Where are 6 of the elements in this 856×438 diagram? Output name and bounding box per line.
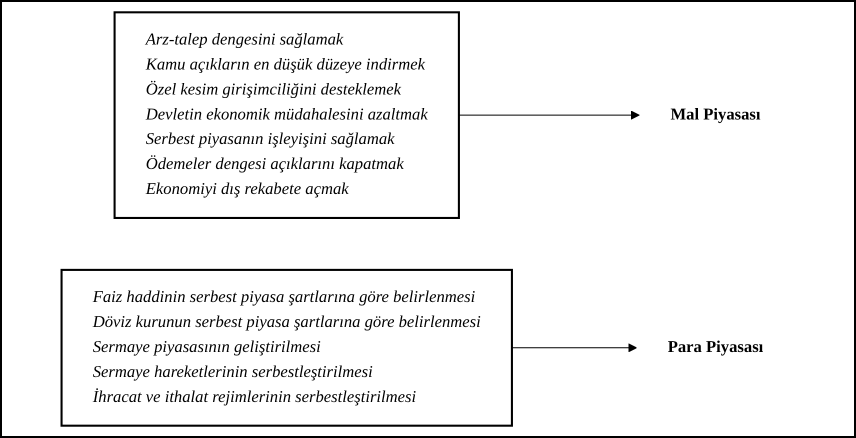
node-text: Mal Piyasası <box>670 106 761 124</box>
node-box: Arz-talep dengesini sağlamak Kamu açıkların en düşük düzeye indirmek Özel kesim girişimciliğini desteklemek Devletin ekonomik müdahalesini azaltmak Serbest piyasanın işleyişini sağlamak Ödemeler dengesi açıklarını kapatmak Ekonomiyi dış rekabete açmak <box>114 11 460 219</box>
node-box: Faiz haddinin serbest piyasa şartlarına göre belirlenmesi Döviz kurunun serbest piyasa şartlarına göre belirlenmesi Sermaye piyasasının geliştirilmesi Sermaye hareketlerinin serbestleştirilmesi İhracat ve ithalat rejimlerinin serbestleştirilmesi <box>60 268 513 427</box>
arrow <box>512 343 637 352</box>
node-text: Para Piyasası <box>668 338 764 356</box>
arrow <box>458 110 640 120</box>
